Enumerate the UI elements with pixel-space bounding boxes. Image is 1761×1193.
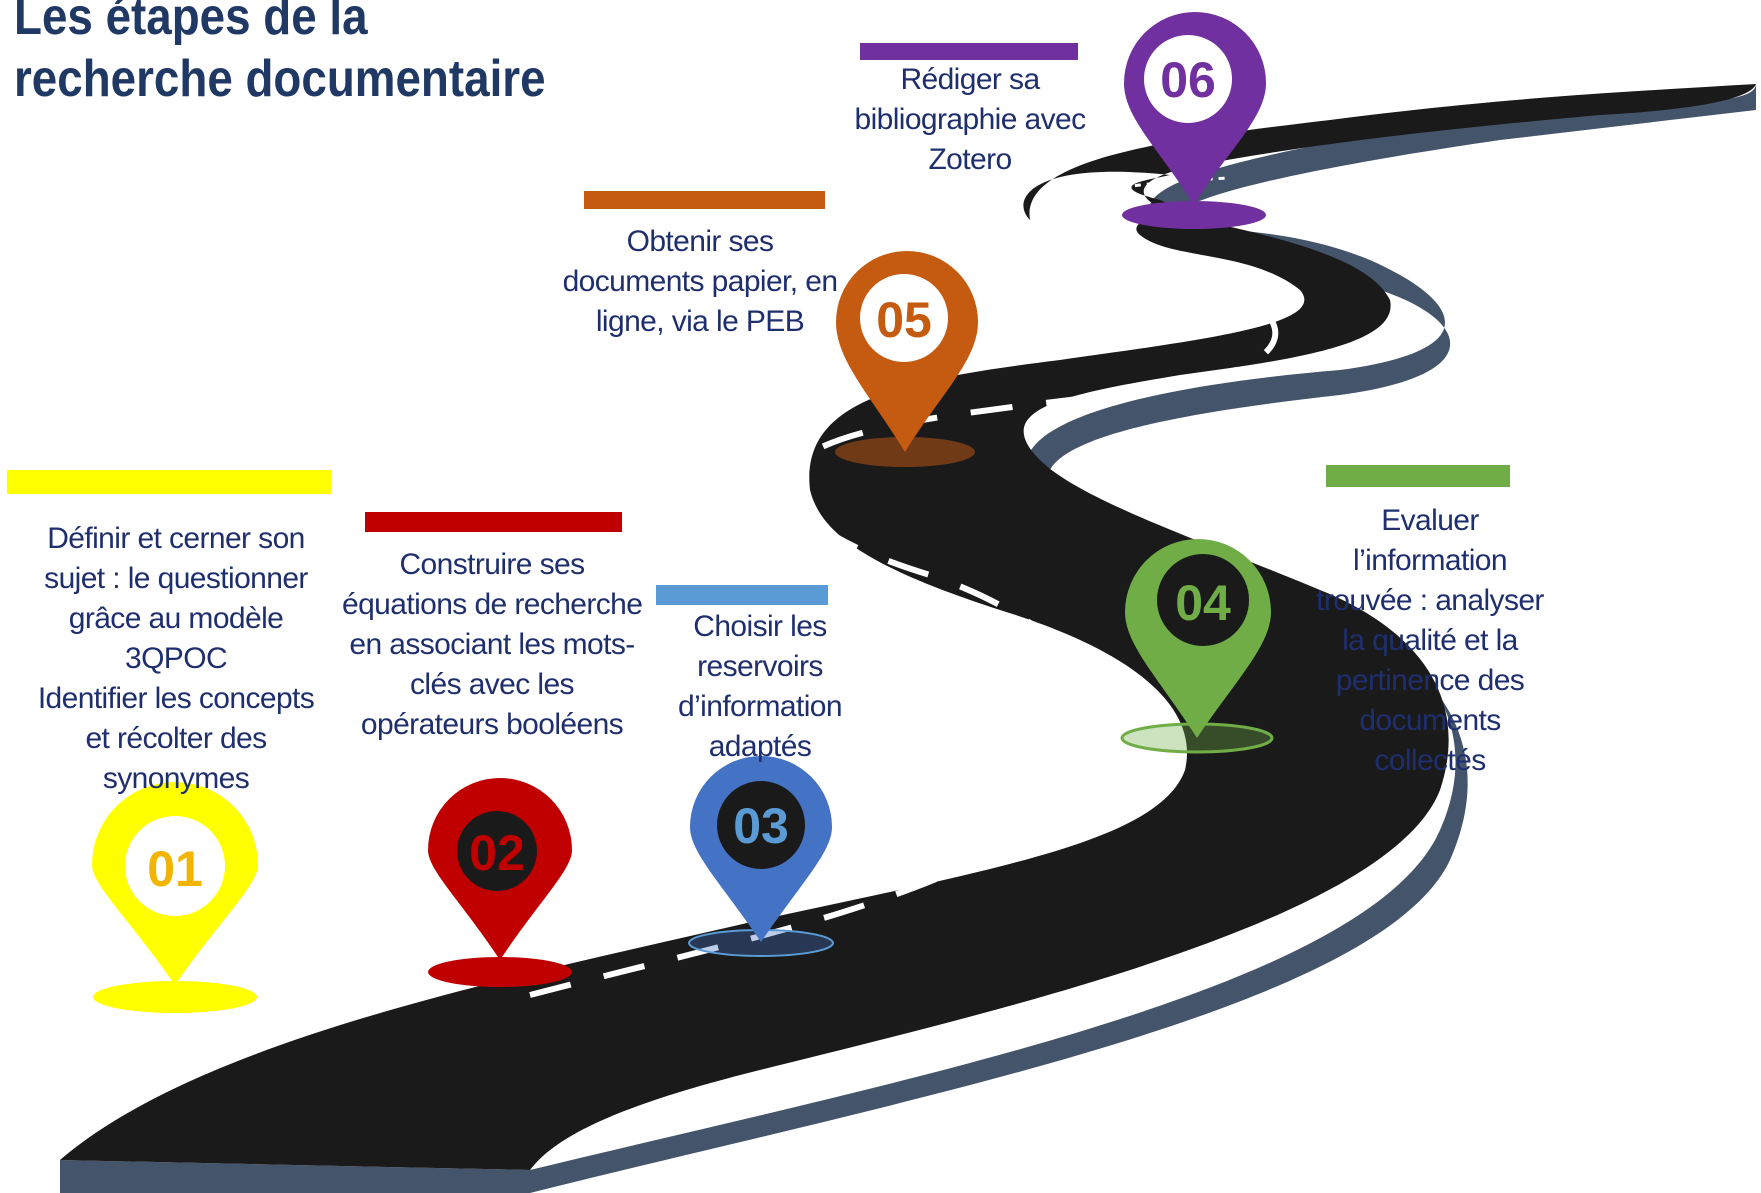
pin-06: 06 (1122, 12, 1266, 229)
step-number-01: 01 (147, 841, 203, 897)
step-01-text: Définir et cerner son sujet : le questio… (16, 519, 336, 799)
step-05-line: documents papier, en (562, 265, 838, 298)
step-06-bar (860, 43, 1078, 60)
pin-02: 02 (428, 778, 572, 987)
step-01-line: Identifier les concepts (37, 682, 315, 715)
step-05-text: Obtenir ses documents papier, en ligne, … (560, 222, 840, 342)
step-04-text: Evaluer l’information trouvée : analyser… (1310, 501, 1550, 781)
step-02-line: clés avec les (410, 668, 575, 701)
step-01-line: sujet : le questionner (44, 562, 308, 595)
pin-01: 01 (92, 782, 258, 1013)
pin-03: 03 (688, 756, 834, 957)
step-02-text: Construire ses équations de recherche en… (342, 545, 643, 745)
title-line-2: recherche documentaire (14, 50, 546, 108)
step-number-06: 06 (1160, 52, 1216, 108)
step-03-text: Choisir les reservoirs d’information ada… (660, 607, 860, 767)
step-06-line: bibliographie avec (854, 103, 1086, 136)
step-03-line: d’information (678, 690, 843, 723)
road-surface (60, 84, 1756, 1170)
step-04-line: trouvée : analyser (1316, 584, 1544, 617)
step-06-line: Rédiger sa (900, 63, 1040, 96)
step-number-04: 04 (1175, 575, 1231, 631)
step-02-line: Construire ses (399, 548, 585, 581)
step-01-line: et récolter des (85, 722, 267, 755)
step-03-line: reservoirs (697, 650, 823, 683)
step-02-bar (365, 512, 622, 532)
step-04-line: documents (1359, 704, 1501, 737)
step-04-line: l’information (1353, 544, 1508, 577)
step-02-line: équations de recherche (342, 588, 643, 621)
step-06-line: Zotero (928, 143, 1012, 176)
page-title: Les étapes de la recherche documentaire (14, 0, 683, 110)
pin-04: 04 (1120, 539, 1274, 754)
road-marking (529, 287, 1279, 998)
step-05-line: Obtenir ses (626, 225, 774, 258)
step-04-bar (1326, 465, 1510, 487)
step-05-bar (584, 191, 825, 209)
pin-05: 05 (835, 251, 978, 467)
step-04-line: collectés (1374, 744, 1486, 777)
step-03-bar (656, 585, 828, 605)
step-01-line: grâce au modèle (68, 602, 284, 635)
step-02-line: opérateurs booléens (360, 708, 624, 741)
step-number-02: 02 (469, 825, 525, 881)
step-number-03: 03 (733, 798, 789, 854)
step-03-line: adaptés (708, 730, 812, 763)
title-line-1: Les étapes de la (14, 0, 368, 46)
step-04-line: Evaluer (1381, 504, 1479, 537)
step-01-line: 3QPOC (124, 642, 228, 675)
step-04-line: pertinence des (1335, 664, 1525, 697)
step-01-bar (7, 470, 331, 494)
step-01-line: synonymes (102, 762, 250, 795)
step-02-line: en associant les mots- (349, 628, 635, 661)
step-05-line: ligne, via le PEB (595, 305, 805, 338)
step-03-line: Choisir les (693, 610, 827, 643)
step-06-text: Rédiger sa bibliographie avec Zotero (850, 60, 1090, 180)
step-number-05: 05 (876, 292, 932, 348)
step-04-line: la qualité et la (1342, 624, 1518, 657)
step-01-line: Définir et cerner son (47, 522, 305, 555)
